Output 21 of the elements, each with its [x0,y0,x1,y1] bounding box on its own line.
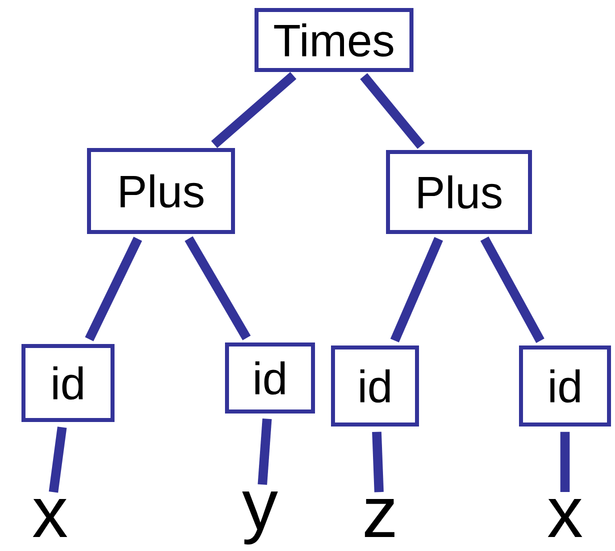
tree-edge [211,72,296,148]
leaf-label: x [548,499,582,538]
tree-node-box: Times [254,8,414,72]
tree-edge [360,73,425,149]
leaf-label: y [242,492,278,544]
tree-node-box: Plus [386,150,532,234]
tree-edge [85,236,142,342]
tree-edge [258,418,272,485]
leaf-label: z [364,499,394,538]
tree-node-box: id [225,342,315,414]
tree-node-box: id [21,344,115,422]
tree-node-box: Plus [87,148,235,234]
tree-edge [560,432,570,492]
tree-edge [390,237,443,342]
tree-edge [48,426,67,493]
tree-edge [372,432,384,492]
tree-node-box: id [519,345,611,427]
leaf-label: x [32,499,68,538]
tree-edge [184,236,251,340]
tree-edge [480,236,544,344]
tree-node-box: id [331,345,419,427]
